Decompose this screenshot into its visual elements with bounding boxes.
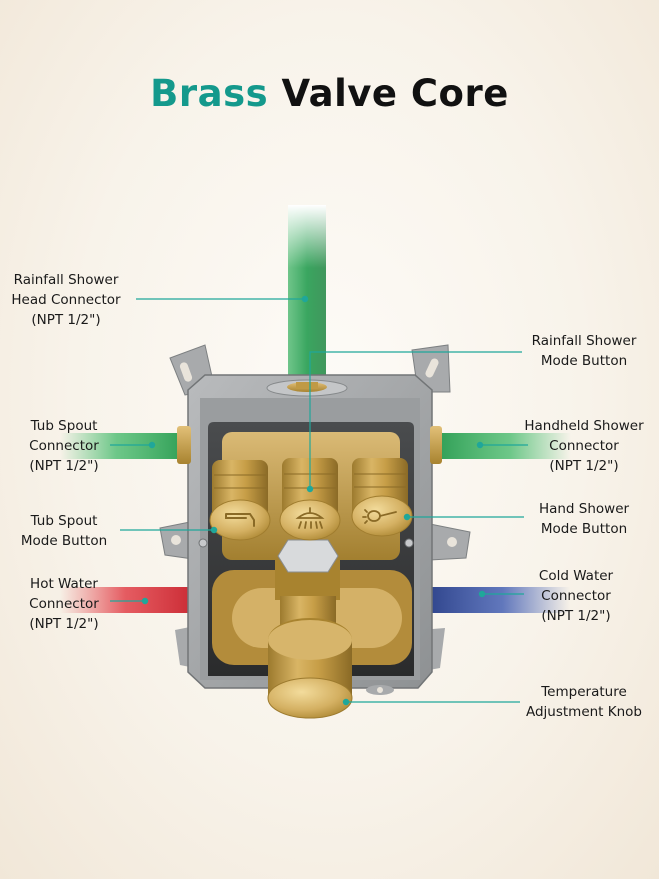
hot-water-pipe	[60, 587, 205, 613]
page-title: Brass Valve Core	[0, 72, 659, 115]
cold-water-pipe	[420, 587, 570, 613]
title-rest: Valve Core	[281, 72, 509, 115]
faucet-icon	[225, 513, 255, 527]
rainfall-pipe	[288, 205, 326, 385]
hand-mode-button	[351, 458, 413, 537]
tub-spout-pipe	[60, 433, 185, 459]
title-accent: Brass	[150, 72, 269, 115]
rainfall-shower-icon	[295, 507, 325, 529]
tub-mode-button	[209, 460, 271, 541]
hand-shower-icon	[362, 509, 397, 524]
temperature-knob	[267, 618, 353, 719]
handheld-pipe	[436, 433, 571, 459]
leader-lines	[110, 295, 528, 706]
